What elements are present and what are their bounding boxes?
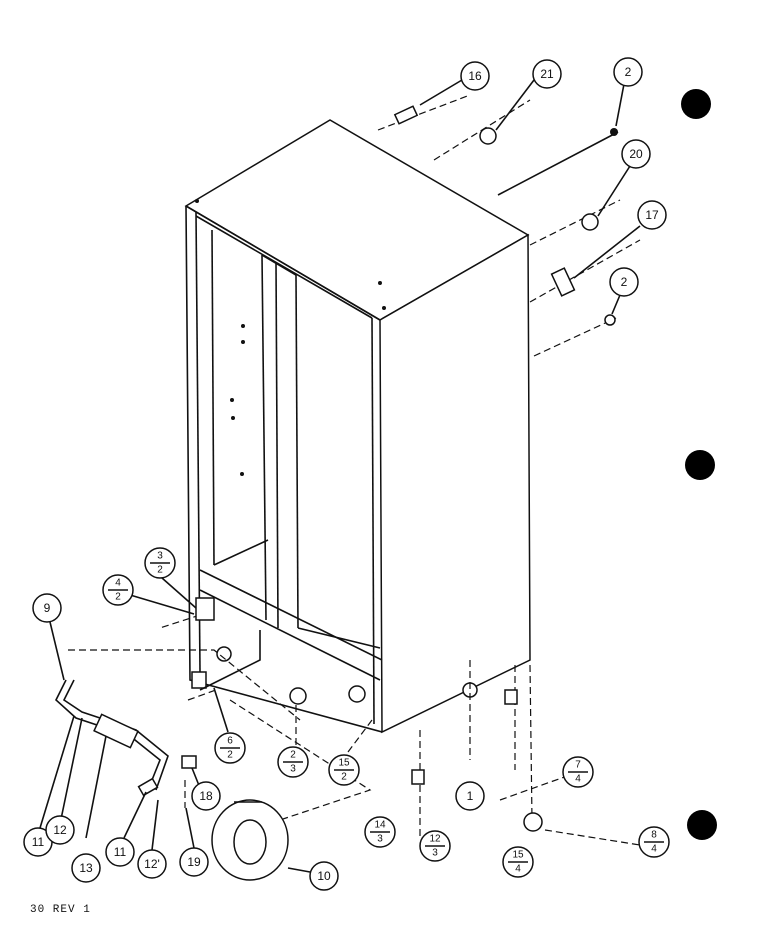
callout-fraction-4-2: 4 2 (102, 574, 134, 606)
svg-text:10: 10 (317, 869, 331, 883)
svg-text:12': 12' (144, 857, 160, 871)
svg-text:4: 4 (575, 774, 581, 785)
callout-9: 9 (32, 593, 62, 623)
cabinet-body (184, 119, 531, 734)
callout-20: 20 (621, 139, 651, 169)
callout-13: 13 (71, 853, 101, 883)
callout-19: 19 (179, 847, 209, 877)
callout-fraction-14-3: 14 3 (364, 816, 396, 848)
callout-10: 10 (309, 861, 339, 891)
upper-parts (377, 94, 641, 357)
svg-text:4: 4 (515, 864, 521, 875)
callout-fraction-15-2: 15 2 (328, 754, 360, 786)
svg-text:11: 11 (114, 845, 127, 859)
callout-fraction-8-4: 8 4 (638, 826, 670, 858)
callout-fraction-3-2: 3 2 (144, 547, 176, 579)
registration-dot-top (681, 89, 711, 119)
svg-text:12: 12 (53, 823, 67, 837)
registration-dot-middle (685, 450, 715, 480)
svg-text:6: 6 (227, 736, 233, 747)
callout-1: 1 (455, 781, 485, 811)
svg-text:19: 19 (187, 855, 201, 869)
svg-text:2: 2 (621, 275, 628, 289)
svg-text:15: 15 (512, 850, 524, 861)
callout-12-prime: 12' (137, 849, 167, 879)
svg-text:18: 18 (199, 789, 213, 803)
callout-18: 18 (191, 781, 221, 811)
svg-text:2: 2 (115, 592, 121, 603)
svg-text:17: 17 (645, 208, 659, 222)
svg-text:15: 15 (338, 758, 350, 769)
svg-text:2: 2 (227, 750, 233, 761)
svg-text:20: 20 (629, 147, 643, 161)
svg-text:3: 3 (432, 848, 438, 859)
svg-text:2: 2 (157, 565, 163, 576)
leader-lines (39, 79, 641, 873)
svg-text:8: 8 (651, 830, 657, 841)
callout-16: 16 (460, 61, 490, 91)
callout-2-top: 2 (613, 57, 643, 87)
svg-text:14: 14 (374, 820, 386, 831)
callout-11-left: 11 (23, 827, 53, 857)
svg-text:21: 21 (540, 67, 554, 81)
svg-text:1: 1 (467, 789, 474, 803)
svg-text:3: 3 (290, 764, 296, 775)
svg-text:11: 11 (32, 835, 45, 849)
revision-label: 30 REV 1 (30, 904, 91, 916)
callout-2-mid: 2 (609, 267, 639, 297)
svg-text:4: 4 (115, 578, 121, 589)
svg-text:2: 2 (341, 772, 347, 783)
svg-text:3: 3 (377, 834, 383, 845)
svg-text:2: 2 (290, 750, 296, 761)
svg-text:4: 4 (651, 844, 657, 855)
svg-text:12: 12 (429, 834, 441, 845)
callout-fraction-2-3: 2 3 (277, 746, 309, 778)
svg-text:13: 13 (79, 861, 93, 875)
svg-text:2: 2 (625, 65, 632, 79)
registration-dot-bottom (687, 810, 717, 840)
callout-12-left: 12 (45, 815, 75, 845)
callout-fraction-7-4: 7 4 (562, 756, 594, 788)
svg-text:3: 3 (157, 551, 163, 562)
callout-fraction-15-4: 15 4 (502, 846, 534, 878)
svg-text:16: 16 (468, 69, 482, 83)
svg-text:9: 9 (44, 601, 51, 615)
callout-fraction-12-3: 12 3 (419, 830, 451, 862)
lower-parts (55, 597, 641, 881)
svg-text:7: 7 (575, 760, 581, 771)
callout-fraction-6-2: 6 2 (214, 732, 246, 764)
callout-11-right: 11 (105, 837, 135, 867)
callout-17: 17 (637, 200, 667, 230)
callout-21: 21 (532, 59, 562, 89)
